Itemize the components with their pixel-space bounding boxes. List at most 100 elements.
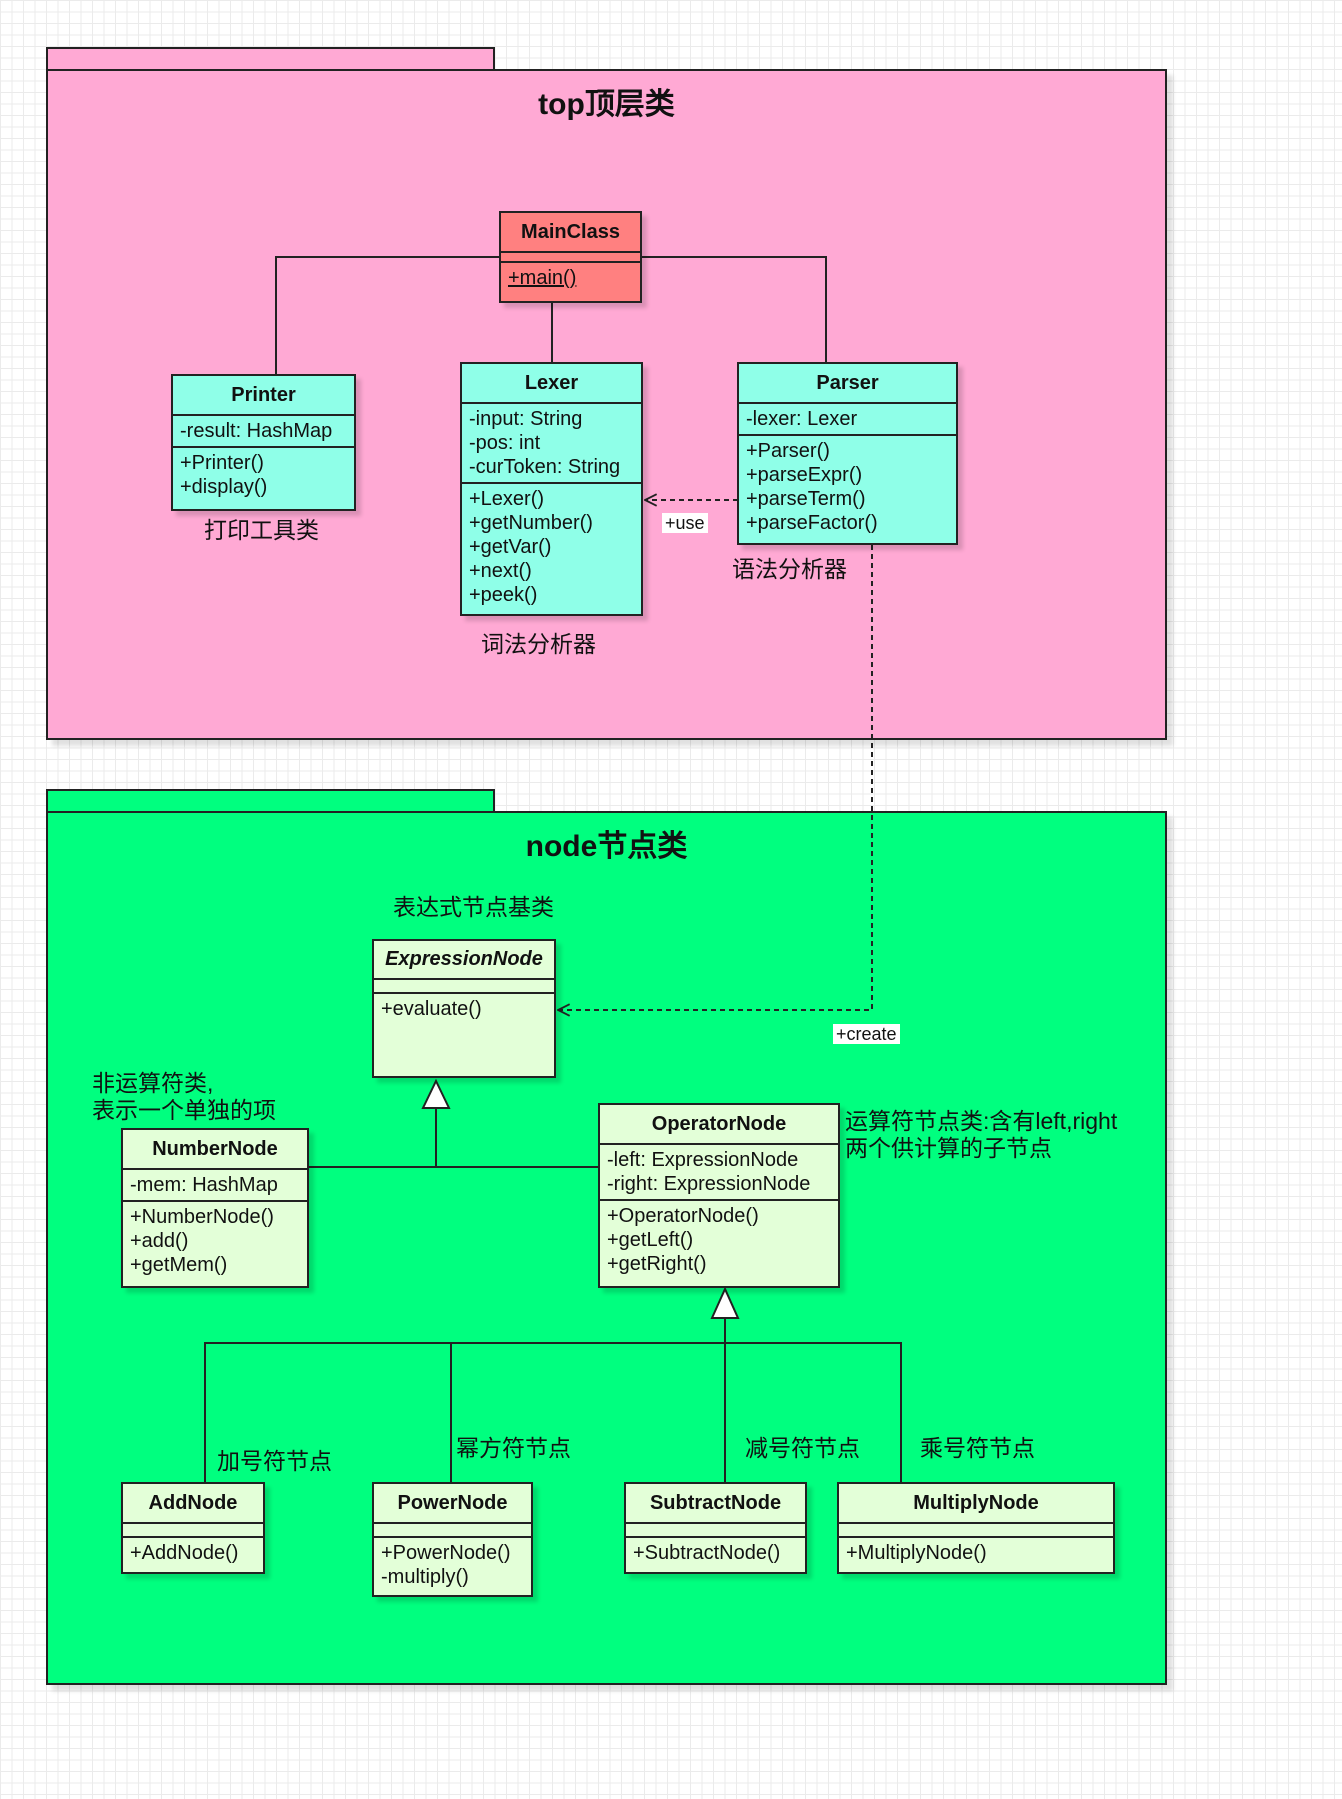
- multiply-node-class[interactable]: MultiplyNode +MultiplyNode(): [837, 1482, 1115, 1574]
- subtract-node-methods: +SubtractNode(): [626, 1538, 805, 1572]
- lexer-note: 词法分析器: [481, 631, 596, 657]
- expression-node-class[interactable]: ExpressionNode +evaluate(): [372, 939, 556, 1078]
- power-node-class[interactable]: PowerNode +PowerNode() -multiply(): [372, 1482, 533, 1597]
- operator-inheritance-arrow: [710, 1286, 740, 1319]
- printer-note: 打印工具类: [204, 517, 319, 543]
- operator-node-name: OperatorNode: [600, 1105, 838, 1145]
- attribute-right: -right: ExpressionNode: [607, 1173, 811, 1195]
- method-operatornode: +OperatorNode(): [607, 1205, 759, 1227]
- method-multiply: -multiply(): [381, 1566, 469, 1588]
- attribute-lexer: -lexer: Lexer: [746, 408, 858, 430]
- power-node-attributes: [374, 1524, 531, 1538]
- method-getnumber: +getNumber(): [469, 512, 593, 534]
- subtract-node-name: SubtractNode: [626, 1484, 805, 1524]
- main-printer-link: [275, 256, 499, 375]
- lexer-class[interactable]: Lexer -input: String -pos: int -curToken…: [460, 362, 643, 616]
- power-note: 幂方符节点: [456, 1435, 571, 1461]
- main-parser-link: [640, 256, 827, 363]
- lexer-attributes: -input: String -pos: int -curToken: Stri…: [462, 404, 641, 484]
- create-label: +create: [833, 1024, 900, 1044]
- parser-class[interactable]: Parser -lexer: Lexer +Parser() +parseExp…: [737, 362, 958, 545]
- method-getright: +getRight(): [607, 1253, 707, 1275]
- add-node-class[interactable]: AddNode +AddNode(): [121, 1482, 265, 1574]
- attribute-curtoken: -curToken: String: [469, 456, 621, 478]
- expression-node-methods: +evaluate(): [374, 994, 554, 1076]
- add-node-methods: +AddNode(): [123, 1538, 263, 1572]
- method-getvar: +getVar(): [469, 536, 552, 558]
- expression-node-name: ExpressionNode: [374, 941, 554, 980]
- method-numbernode: +NumberNode(): [130, 1206, 274, 1228]
- number-node-methods: +NumberNode() +add() +getMem(): [123, 1202, 307, 1286]
- method-getleft: +getLeft(): [607, 1229, 694, 1251]
- operator-note-line2: 两个供计算的子节点: [845, 1135, 1052, 1161]
- add-node-name: AddNode: [123, 1484, 263, 1524]
- multiply-node-methods: +MultiplyNode(): [839, 1538, 1113, 1572]
- method-printer: +Printer(): [180, 452, 264, 474]
- lexer-methods: +Lexer() +getNumber() +getVar() +next() …: [462, 484, 641, 614]
- multiply-note: 乘号符节点: [920, 1435, 1035, 1461]
- expression-node-attributes: [374, 980, 554, 994]
- power-node-name: PowerNode: [374, 1484, 531, 1524]
- method-parsefactor: +parseFactor(): [746, 512, 878, 534]
- method-add: +add(): [130, 1230, 189, 1252]
- method-lexer: +Lexer(): [469, 488, 545, 510]
- use-label: +use: [662, 513, 708, 533]
- method-peek: +peek(): [469, 584, 538, 606]
- parser-note: 语法分析器: [732, 556, 847, 582]
- attribute-input: -input: String: [469, 408, 583, 430]
- subtract-node-class[interactable]: SubtractNode +SubtractNode(): [624, 1482, 807, 1574]
- expr-inheritance-arrow: [421, 1078, 451, 1109]
- main-class[interactable]: MainClass +main(): [499, 211, 642, 303]
- method-getmem: +getMem(): [130, 1254, 228, 1276]
- number-node-class[interactable]: NumberNode -mem: HashMap +NumberNode() +…: [121, 1128, 309, 1288]
- number-node-name: NumberNode: [123, 1130, 307, 1170]
- method-powernode: +PowerNode(): [381, 1542, 511, 1564]
- node-package-title: node节点类: [525, 830, 688, 863]
- number-note-line1: 非运算符类,: [92, 1070, 214, 1096]
- method-parseexpr: +parseExpr(): [746, 464, 863, 486]
- method-subtractnode: +SubtractNode(): [633, 1542, 781, 1564]
- top-package-title: top顶层类: [538, 88, 675, 121]
- method-multiplynode: +MultiplyNode(): [846, 1542, 987, 1564]
- expression-note: 表达式节点基类: [393, 894, 554, 920]
- parser-class-name: Parser: [739, 364, 956, 404]
- main-class-attributes: [501, 253, 640, 263]
- operator-node-methods: +OperatorNode() +getLeft() +getRight(): [600, 1201, 838, 1286]
- subtract-node-attributes: [626, 1524, 805, 1538]
- multiply-node-name: MultiplyNode: [839, 1484, 1113, 1524]
- expr-inheritance-bus: [308, 1108, 600, 1168]
- method-parser: +Parser(): [746, 440, 830, 462]
- number-node-attributes: -mem: HashMap: [123, 1170, 307, 1202]
- method-evaluate: +evaluate(): [381, 998, 482, 1020]
- attribute-left: -left: ExpressionNode: [607, 1149, 799, 1171]
- parser-methods: +Parser() +parseExpr() +parseTerm() +par…: [739, 436, 956, 543]
- operator-inheritance-bus: [204, 1318, 902, 1483]
- operator-note-line1: 运算符节点类:含有left,right: [845, 1108, 1118, 1134]
- lexer-class-name: Lexer: [462, 364, 641, 404]
- attribute-result: -result: HashMap: [180, 420, 333, 442]
- operator-node-attributes: -left: ExpressionNode -right: Expression…: [600, 1145, 838, 1201]
- power-node-methods: +PowerNode() -multiply(): [374, 1538, 531, 1595]
- operator-node-class[interactable]: OperatorNode -left: ExpressionNode -righ…: [598, 1103, 840, 1288]
- add-note: 加号符节点: [217, 1448, 332, 1474]
- attribute-mem: -mem: HashMap: [130, 1174, 278, 1196]
- multiply-node-attributes: [839, 1524, 1113, 1538]
- number-note-line2: 表示一个单独的项: [92, 1097, 276, 1123]
- method-parseterm: +parseTerm(): [746, 488, 866, 510]
- printer-attributes: -result: HashMap: [173, 416, 354, 448]
- create-dependency: [558, 545, 873, 1010]
- method-addnode: +AddNode(): [130, 1542, 239, 1564]
- main-class-name: MainClass: [501, 213, 640, 253]
- add-node-attributes: [123, 1524, 263, 1538]
- method-display: +display(): [180, 476, 268, 498]
- subtract-note: 减号符节点: [745, 1435, 860, 1461]
- parser-attributes: -lexer: Lexer: [739, 404, 956, 436]
- printer-class-name: Printer: [173, 376, 354, 416]
- printer-methods: +Printer() +display(): [173, 448, 354, 509]
- method-next: +next(): [469, 560, 532, 582]
- printer-class[interactable]: Printer -result: HashMap +Printer() +dis…: [171, 374, 356, 511]
- attribute-pos: -pos: int: [469, 432, 541, 454]
- method-main: +main(): [508, 267, 577, 289]
- main-class-methods: +main(): [501, 263, 640, 301]
